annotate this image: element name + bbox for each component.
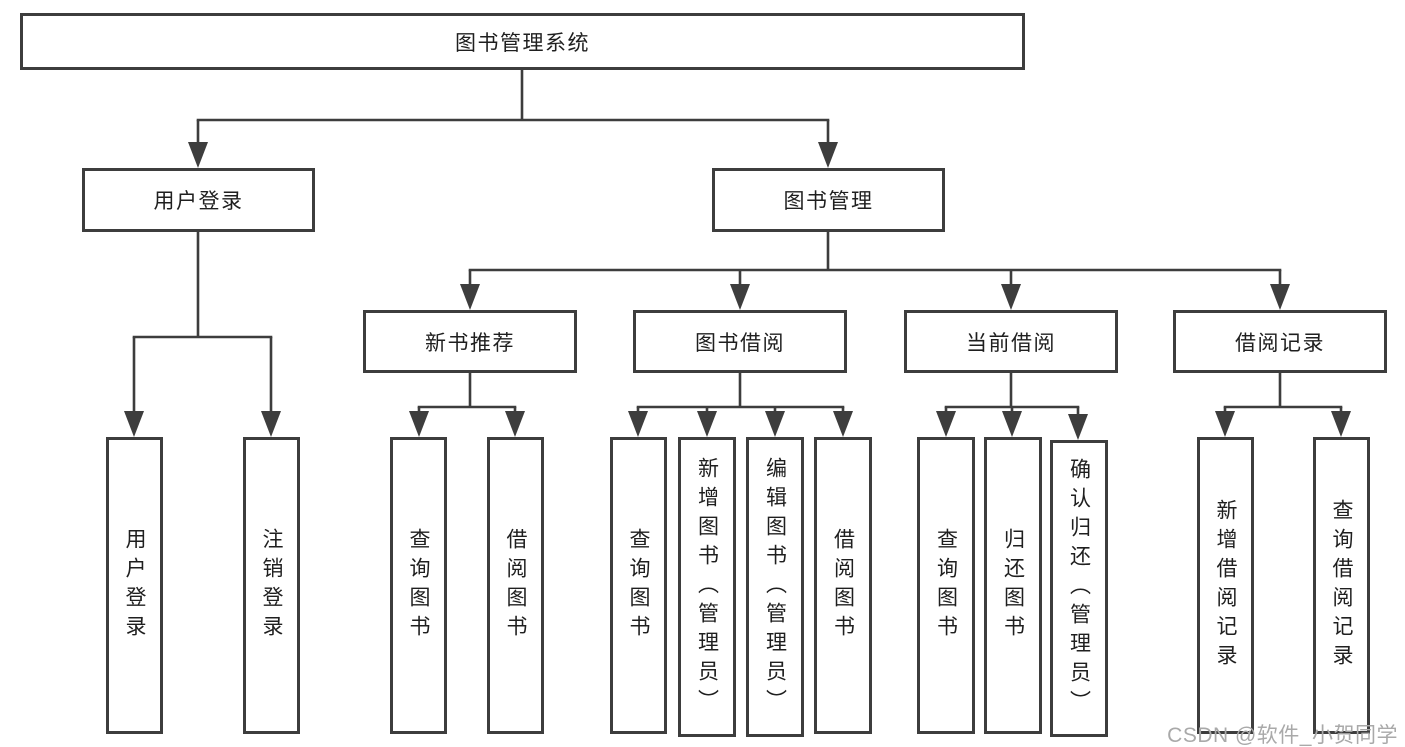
leaf-label: 注销登录 (260, 527, 283, 644)
node-borrow-records: 借阅记录 (1173, 310, 1387, 373)
node-label: 图书管理 (783, 190, 874, 213)
node-label: 图书借阅 (695, 331, 785, 355)
leaf-add-borrow-record: 新增借阅记录 (1197, 437, 1254, 734)
leaf-edit-book-admin: 编辑图书（管理员） (746, 437, 804, 737)
csdn-watermark: CSDN @软件_小贺同学 (1167, 724, 1398, 747)
node-root: 图书管理系统 (20, 13, 1025, 70)
leaf-query-books-current: 查询图书 (917, 437, 975, 734)
node-label: 新书推荐 (425, 331, 515, 355)
node-new-book-recommend: 新书推荐 (363, 310, 577, 373)
leaf-label: 归还图书 (1001, 527, 1025, 644)
leaf-return-books: 归还图书 (984, 437, 1042, 734)
leaf-confirm-return-admin: 确认归还（管理员） (1050, 440, 1108, 737)
leaf-label: 查询图书 (407, 527, 430, 644)
leaf-query-books-recommend: 查询图书 (390, 437, 447, 734)
leaf-label: 编辑图书（管理员） (763, 456, 787, 718)
diagram-title: 图书管理系统 (455, 31, 590, 55)
leaf-label: 借阅图书 (831, 527, 855, 644)
leaf-label: 用户登录 (123, 527, 146, 644)
node-current-borrow: 当前借阅 (904, 310, 1118, 373)
node-label: 借阅记录 (1235, 331, 1325, 355)
leaf-borrow-books: 借阅图书 (814, 437, 872, 734)
leaf-user-login: 用户登录 (106, 437, 163, 734)
leaf-query-borrow-record: 查询借阅记录 (1313, 437, 1370, 734)
leaf-query-books-borrow: 查询图书 (610, 437, 667, 734)
leaf-borrow-books-recommend: 借阅图书 (487, 437, 544, 734)
node-book-borrow: 图书借阅 (633, 310, 847, 373)
leaf-label: 新增借阅记录 (1214, 498, 1237, 673)
leaf-logout: 注销登录 (243, 437, 300, 734)
leaf-add-book-admin: 新增图书（管理员） (678, 437, 736, 737)
leaf-label: 查询借阅记录 (1330, 498, 1353, 673)
leaf-label: 确认归还（管理员） (1067, 458, 1091, 719)
node-label: 当前借阅 (966, 331, 1056, 355)
leaf-label: 借阅图书 (504, 527, 527, 644)
leaf-label: 新增图书（管理员） (695, 456, 719, 718)
node-user-login: 用户登录 (82, 168, 315, 232)
leaf-label: 查询图书 (627, 527, 650, 644)
node-book-management: 图书管理 (712, 168, 945, 232)
leaf-label: 查询图书 (934, 527, 958, 644)
node-label: 用户登录 (153, 190, 244, 213)
